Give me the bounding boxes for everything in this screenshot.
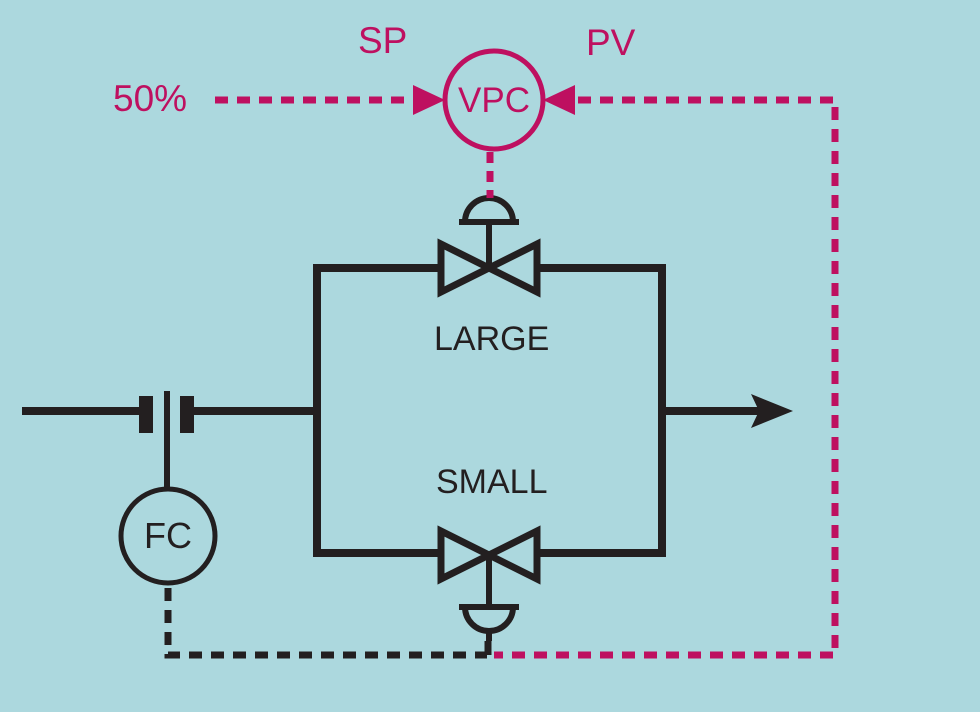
pv-arrowhead-icon xyxy=(543,85,575,115)
sp-label: SP xyxy=(358,20,408,61)
pipe-split-box xyxy=(313,264,666,557)
setpoint-value-label: 50% xyxy=(113,78,188,119)
sp-signal-line xyxy=(215,85,445,115)
large-valve-label: LARGE xyxy=(434,320,550,358)
fc-label: FC xyxy=(144,515,192,556)
orifice-plate-icon xyxy=(139,391,194,489)
pv-signal-line xyxy=(494,85,839,659)
large-valve-actuator-icon xyxy=(459,195,519,268)
small-valve-label: SMALL xyxy=(436,463,548,501)
small-valve-actuator-icon xyxy=(459,555,519,641)
vpc-label: VPC xyxy=(458,80,530,120)
fc-output-signal-line xyxy=(164,588,492,659)
outlet-flow-arrow xyxy=(662,394,793,428)
pv-label: PV xyxy=(586,22,636,63)
small-valve-icon xyxy=(437,525,541,641)
fc-controller-circle xyxy=(118,486,218,586)
sp-arrowhead-icon xyxy=(413,85,445,115)
large-valve-icon xyxy=(437,195,541,298)
flow-arrowhead-icon xyxy=(751,394,793,428)
